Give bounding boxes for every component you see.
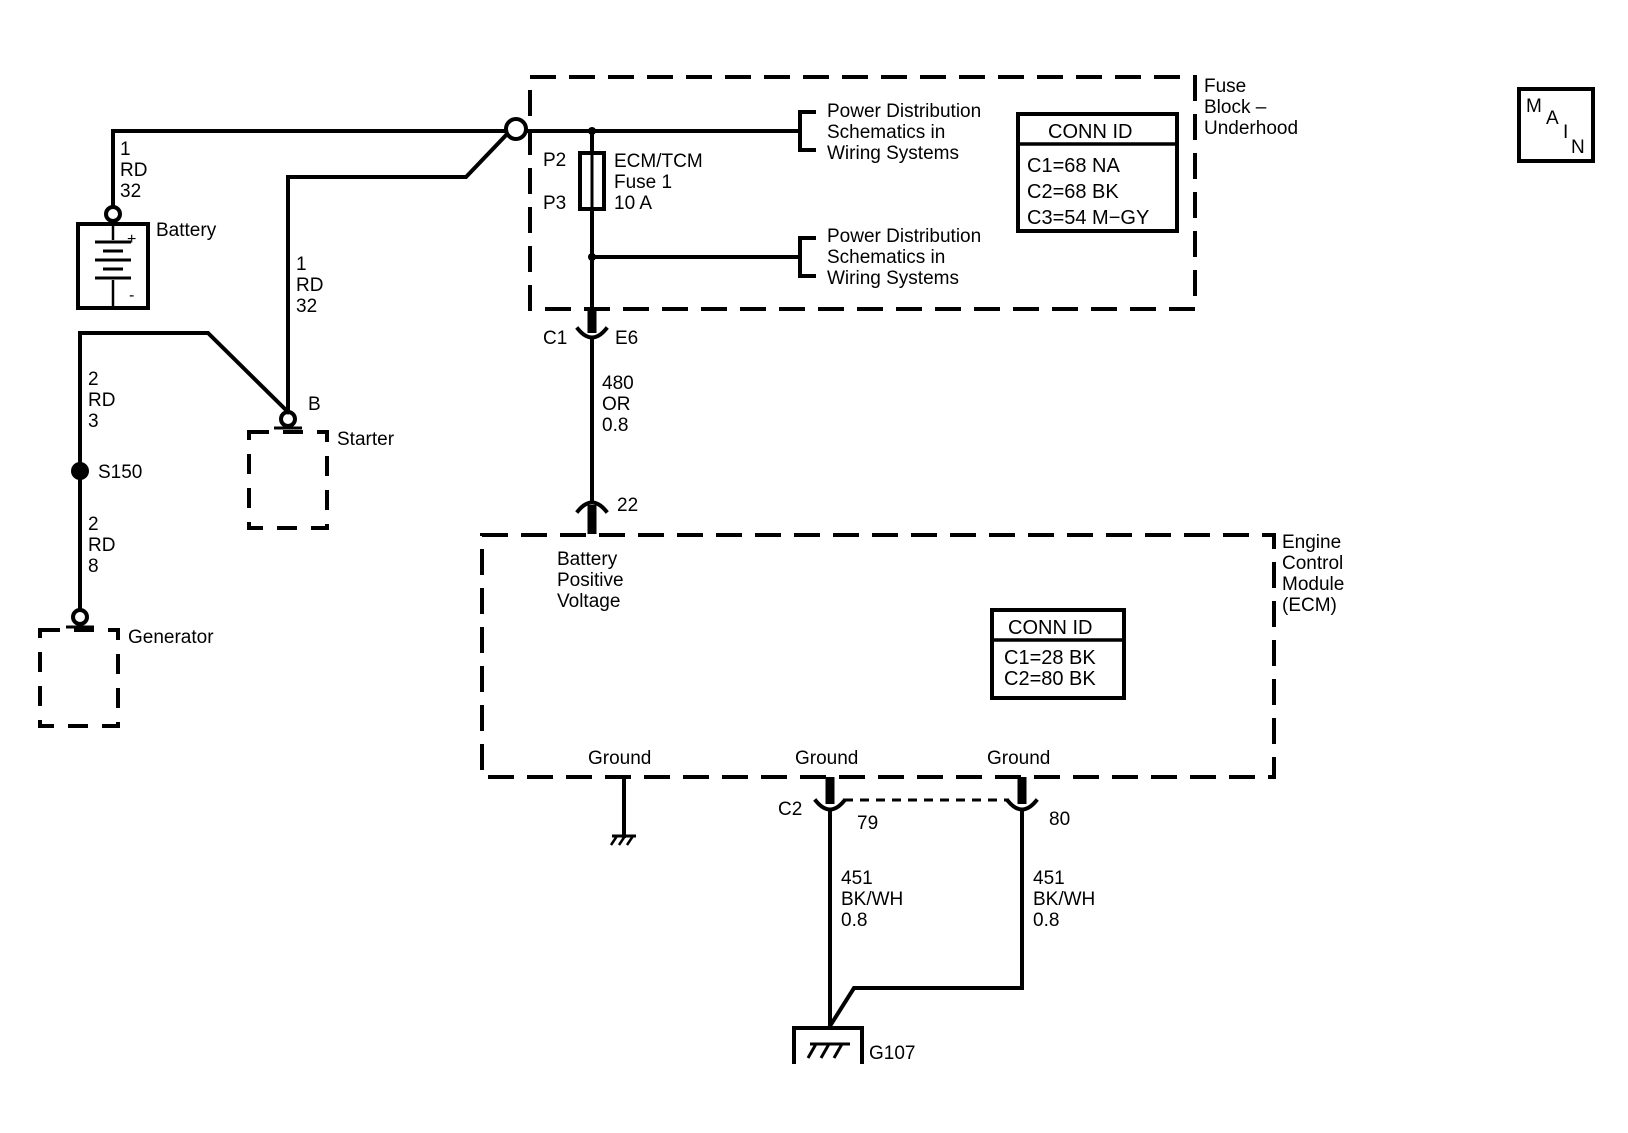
ecm-ground-circuits: C2 79 80 451 BK/WH 0.8 451 BK/WH 0.8 [778, 777, 1095, 1030]
fuse-block-conn-c1: C1=68 NA [1027, 155, 1120, 177]
generator-upper-wire-size: 3 [88, 411, 99, 432]
fuse-rating: 10 A [614, 193, 652, 214]
fuse-connector-pin: E6 [615, 328, 638, 349]
ecm-name-line-4: (ECM) [1282, 595, 1337, 616]
ecm-conn-id-title: CONN ID [1008, 617, 1092, 639]
ecm-conn-c1: C1=28 BK [1004, 647, 1096, 669]
ecm-name-line-2: Control [1282, 553, 1343, 574]
battery-minus-sign: - [129, 287, 134, 304]
power-ref-2-line-1: Power Distribution [827, 226, 981, 247]
battery-wire-color: RD [120, 160, 147, 181]
starter: B Starter 1 RD 32 [247, 128, 513, 530]
splice-s150-dot [71, 462, 89, 480]
fuse-block-conn-id-title: CONN ID [1048, 121, 1132, 143]
ecm-conn-id-table: CONN ID C1=28 BK C2=80 BK [990, 608, 1126, 700]
right-ground-wire-circuit: 451 [1033, 868, 1065, 889]
fuse-block-underhood: P2 P3 ECM/TCM Fuse 1 10 A Power Distribu… [504, 75, 1298, 311]
starter-label: Starter [337, 429, 395, 450]
battery-wire-circuit: 1 [120, 139, 131, 160]
engine-control-module: Battery Positive Voltage Engine Control … [480, 532, 1344, 779]
badge-letter-n: N [1571, 137, 1585, 158]
fuse-block-conn-c2: C2=68 BK [1027, 181, 1119, 203]
generator: S150 Generator 2 RD 3 2 RD 8 [38, 331, 291, 728]
ecm-input-pin: 22 [617, 495, 638, 516]
generator-upper-wire-circuit: 2 [88, 369, 99, 390]
starter-terminal: B [308, 394, 321, 415]
fuse-block-name-line-3: Underhood [1204, 118, 1298, 139]
ecm-ground-label-1: Ground [588, 748, 651, 769]
fuse-name: ECM/TCM [614, 151, 703, 172]
fuse-connector-id: C1 [543, 328, 567, 349]
fuse-block-name-line-1: Fuse [1204, 76, 1246, 97]
ecm-input-label-line-2: Positive [557, 570, 624, 591]
fuse-block-conn-id-table: CONN ID C1=68 NA C2=68 BK C3=54 M−GY [1016, 112, 1179, 233]
feed-wire-size: 0.8 [602, 415, 628, 436]
starter-wire-color: RD [296, 275, 323, 296]
power-ref-1-line-3: Wiring Systems [827, 143, 959, 164]
main-badge: M A I N [1517, 87, 1595, 163]
feed-wire-circuit: 480 [602, 373, 634, 394]
fuse-pin-out: P3 [543, 193, 566, 214]
generator-lower-wire-size: 8 [88, 556, 99, 577]
badge-letter-a: A [1546, 108, 1559, 129]
generator-upper-wire-color: RD [88, 390, 115, 411]
fuse-pin-in: P2 [543, 150, 566, 171]
ground-g107-label: G107 [869, 1043, 915, 1064]
badge-letter-m: M [1526, 96, 1542, 117]
power-ref-2-line-2: Schematics in [827, 247, 945, 268]
ground-connector-id: C2 [778, 799, 802, 820]
fuse-block-name-line-2: Block – [1204, 97, 1267, 118]
ecm-case-ground [609, 775, 636, 846]
starter-wire-circuit: 1 [296, 254, 307, 275]
ecm-feed-circuit: C1 E6 480 OR 0.8 22 [543, 308, 638, 534]
fuse-number: Fuse 1 [614, 172, 672, 193]
ground-pin-80: 80 [1049, 809, 1070, 830]
ecm-conn-c2: C2=80 BK [1004, 668, 1096, 690]
left-ground-wire-color: BK/WH [841, 889, 903, 910]
power-ref-2-line-3: Wiring Systems [827, 268, 959, 289]
left-ground-wire-circuit: 451 [841, 868, 873, 889]
ecm-ground-label-2: Ground [795, 748, 858, 769]
ecm-ground-label-3: Ground [987, 748, 1050, 769]
right-ground-wire-size: 0.8 [1033, 910, 1059, 931]
battery-wire-size: 32 [120, 181, 141, 202]
right-ground-wire-color: BK/WH [1033, 889, 1095, 910]
battery-label: Battery [156, 220, 217, 241]
starter-wire-size: 32 [296, 296, 317, 317]
ecm-name-line-1: Engine [1282, 532, 1341, 553]
ecm-input-label-line-3: Voltage [557, 591, 620, 612]
battery: + - Battery 1 RD 32 [76, 129, 515, 310]
generator-label: Generator [128, 627, 214, 648]
ground-g107: G107 [792, 1026, 915, 1064]
ground-pin-79: 79 [857, 813, 878, 834]
splice-s150-label: S150 [98, 462, 142, 483]
fuse-block-conn-c3: C3=54 M−GY [1027, 207, 1149, 229]
ecm-name-line-3: Module [1282, 574, 1344, 595]
power-ref-1-line-2: Schematics in [827, 122, 945, 143]
feed-wire-color: OR [602, 394, 631, 415]
generator-lower-wire-color: RD [88, 535, 115, 556]
power-ref-1-line-1: Power Distribution [827, 101, 981, 122]
generator-lower-wire-circuit: 2 [88, 514, 99, 535]
ecm-input-label-line-1: Battery [557, 549, 618, 570]
left-ground-wire-size: 0.8 [841, 910, 867, 931]
badge-letter-i: I [1563, 122, 1568, 143]
battery-plus-sign: + [127, 231, 136, 248]
